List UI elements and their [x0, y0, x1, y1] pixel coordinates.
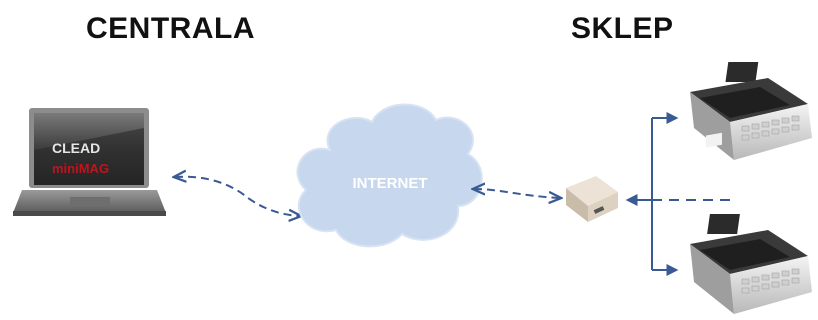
link-laptop-cloud [175, 177, 300, 216]
branch-connector [625, 112, 730, 276]
laptop-screen-line1: CLEAD [52, 140, 100, 156]
link-cloud-router [474, 189, 560, 198]
router-icon [566, 176, 618, 222]
laptop-screen-line2: miniMAG [52, 161, 109, 176]
heading-centrala: CENTRALA [86, 12, 255, 45]
cash-register-icon [690, 132, 812, 314]
laptop-icon: CLEAD miniMAG [13, 108, 166, 216]
heading-sklep: SKLEP [571, 12, 674, 45]
cash-register-icon [690, 62, 812, 160]
cloud-icon: INTERNET [296, 103, 483, 248]
cloud-label: INTERNET [353, 175, 428, 192]
